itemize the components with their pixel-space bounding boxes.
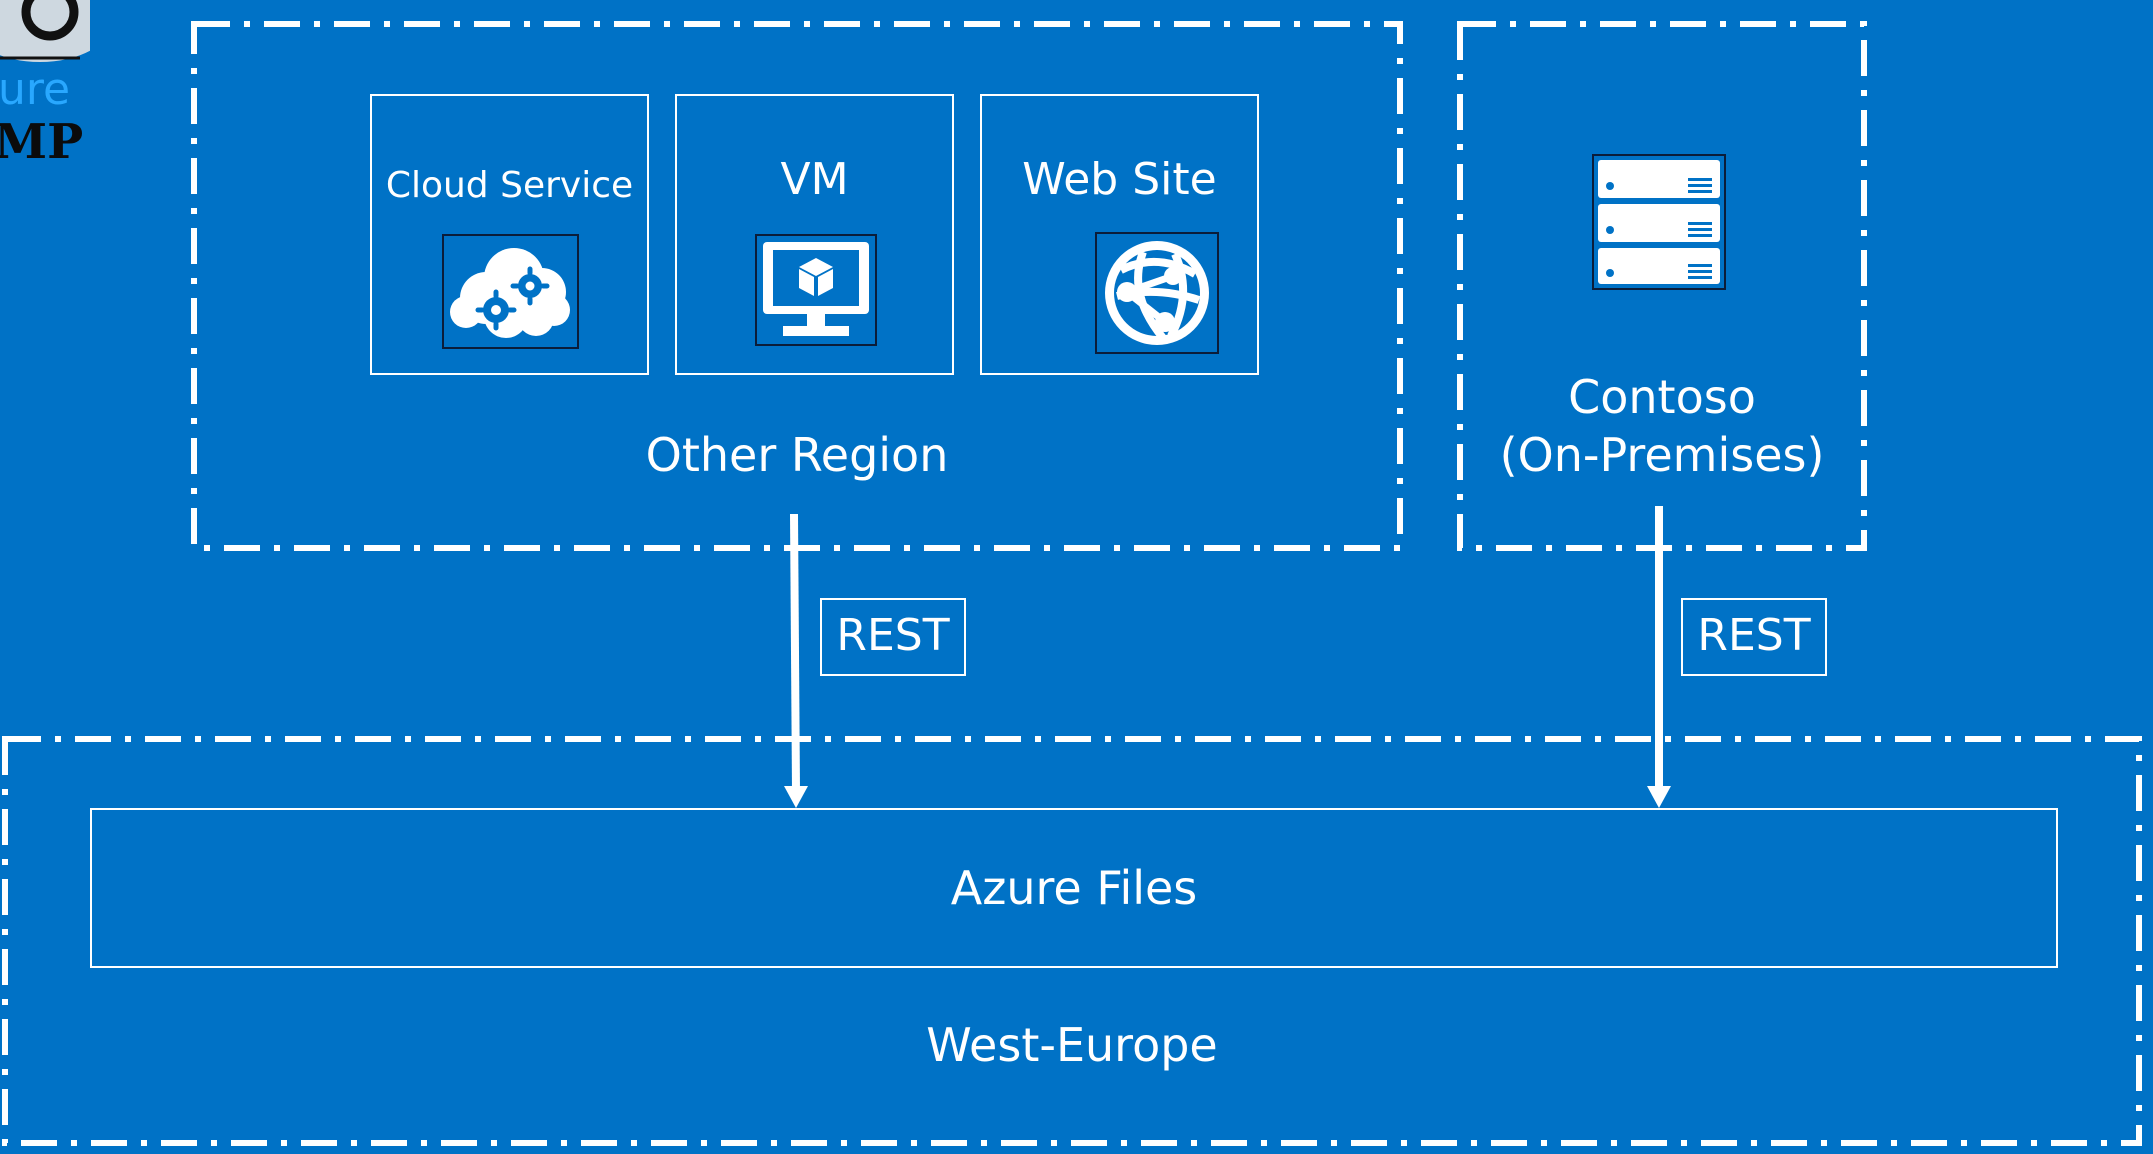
arrow-other-region-to-azure-files [770, 513, 820, 814]
vm-title: VM [780, 154, 849, 205]
server-icon-tile [1592, 154, 1726, 290]
other-region-label: Other Region [645, 428, 949, 482]
cloud-service-icon-tile [442, 234, 579, 349]
cloud-service-title: Cloud Service [385, 165, 634, 206]
west-europe-container: West-Europe [2, 736, 2142, 1146]
cloud-service-box: Cloud Service [370, 94, 649, 375]
azure-files-box: Azure Files [90, 808, 2058, 968]
vm-box: VM [675, 94, 954, 375]
cloud-gears-icon [450, 248, 570, 338]
web-site-icon-tile [1095, 232, 1219, 354]
west-europe-label: West-Europe [926, 1018, 1218, 1072]
rest-label-other-region: REST [820, 598, 966, 676]
virtual-machine-monitor-icon [763, 242, 869, 336]
bootcamp-logo-icon [0, 0, 90, 62]
arrow-on-premises-to-azure-files [1634, 506, 1684, 814]
web-site-title: Web Site [1022, 154, 1217, 205]
logo-text-azure-fragment: ure [0, 64, 71, 115]
rest-label-on-premises: REST [1681, 598, 1827, 676]
logo-text-camp-fragment: MP [0, 114, 84, 170]
on-premises-label-line-2: (On-Premises) [1499, 428, 1825, 482]
vm-icon-tile [755, 234, 877, 346]
server-rack-icon [1598, 160, 1720, 284]
west-europe-border [2, 736, 2142, 1146]
bootcamp-logo: ure MP [0, 0, 90, 170]
web-site-box: Web Site [980, 94, 1259, 375]
globe-network-icon [1105, 241, 1209, 345]
azure-files-label: Azure Files [950, 861, 1198, 915]
on-premises-label-line-1: Contoso [1568, 370, 1756, 424]
